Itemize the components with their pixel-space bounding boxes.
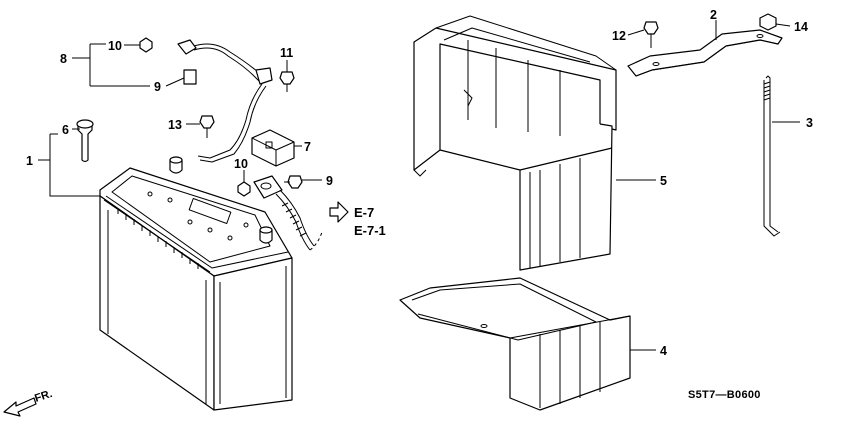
callout-3: 3: [806, 116, 813, 130]
part-10-nut-top: [139, 37, 153, 53]
callout-4: 4: [660, 344, 667, 358]
callout-9-lower: 9: [326, 174, 333, 188]
part-14-nut: [759, 13, 777, 31]
callout-8: 8: [60, 52, 67, 66]
callout-5: 5: [660, 174, 667, 188]
front-direction-marker: FR.: [3, 388, 54, 417]
callout-14: 14: [794, 20, 808, 34]
part-11-bolt: [279, 71, 295, 92]
callout-2: 2: [710, 8, 717, 22]
battery-box: [413, 15, 617, 271]
part-9-bolt-lower: [284, 175, 303, 189]
part-13-bolt: [199, 115, 215, 138]
callout-1: 1: [26, 154, 33, 168]
front-arrow-icon: [3, 397, 37, 417]
part-12-bolt: [643, 21, 659, 48]
callout-12: 12: [612, 29, 626, 43]
callout-10-lower: 10: [234, 157, 248, 171]
positive-cable: [253, 175, 323, 251]
callout-7: 7: [304, 140, 311, 154]
leader-lines: [38, 20, 800, 351]
part-7-cover: [251, 129, 295, 167]
front-label: FR.: [33, 388, 54, 405]
diagram-code: S5T7—B0600: [688, 389, 761, 401]
negative-cable: [177, 39, 273, 163]
callout-13: 13: [168, 118, 182, 132]
part-10-nut-lower: [237, 181, 251, 197]
hold-down-bracket: [627, 29, 783, 77]
hold-down-rod: [763, 75, 781, 237]
ref-e7: E-7: [354, 205, 374, 220]
part-6-bolt: [76, 119, 94, 163]
callout-10-top: 10: [108, 39, 122, 53]
callout-6: 6: [62, 123, 69, 137]
battery: [99, 156, 293, 411]
callout-9-top: 9: [154, 80, 161, 94]
callout-11: 11: [280, 46, 293, 60]
ref-arrow: [329, 201, 349, 223]
ref-e7-1: E-7-1: [354, 223, 386, 238]
battery-tray: [399, 277, 631, 411]
